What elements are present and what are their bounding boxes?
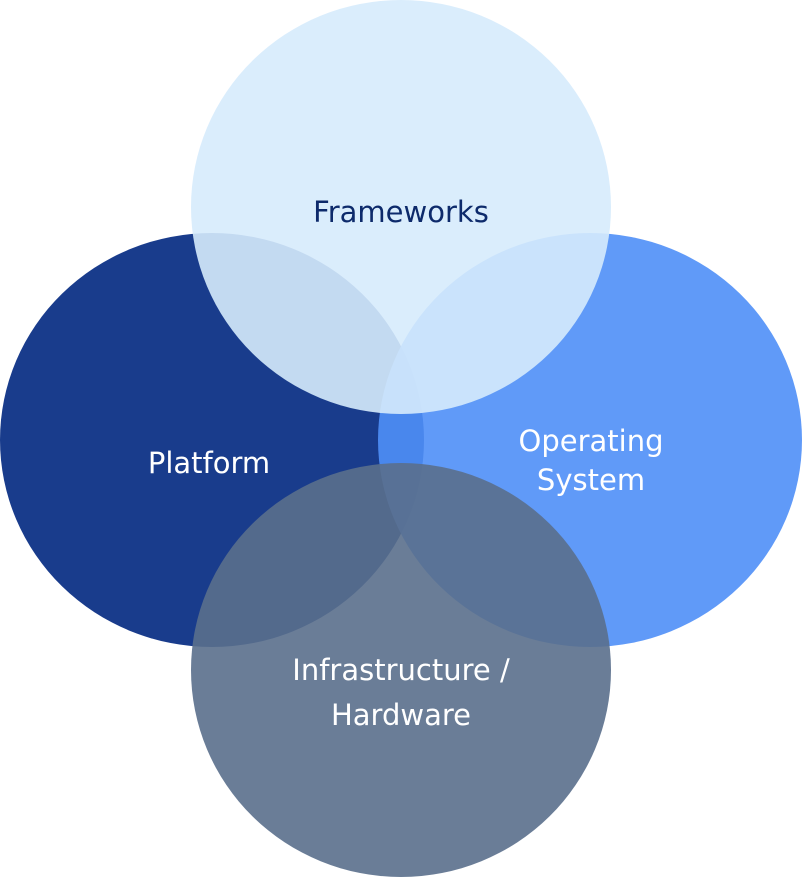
platform-label: Platform xyxy=(148,446,270,480)
frameworks-circle xyxy=(191,0,611,414)
frameworks-label: Frameworks xyxy=(313,195,489,229)
operating-system-label-line2: System xyxy=(537,463,645,497)
operating-system-label-line1: Operating xyxy=(519,424,664,458)
infrastructure-label-line1: Infrastructure / xyxy=(292,653,510,687)
infrastructure-circle xyxy=(191,463,611,877)
infrastructure-label-line2: Hardware xyxy=(331,698,471,732)
